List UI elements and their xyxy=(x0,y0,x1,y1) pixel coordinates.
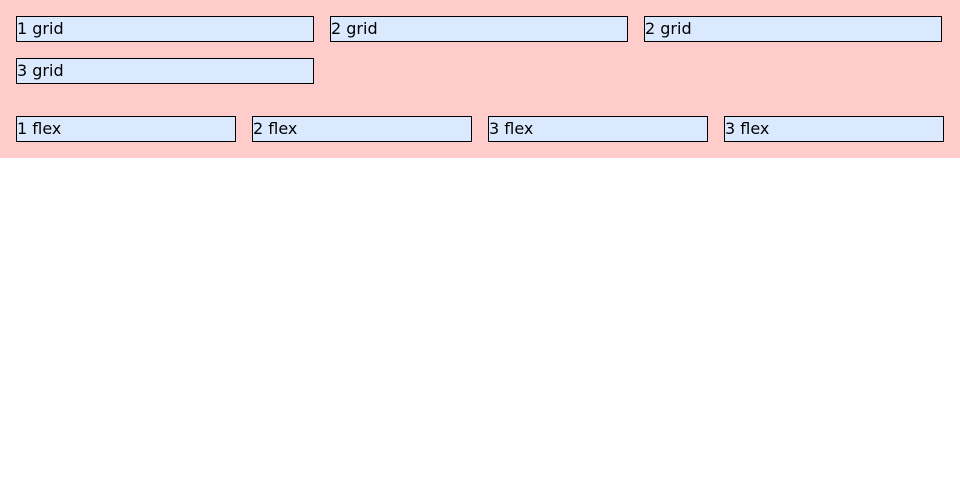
demo-panel: 1 grid 2 grid 2 grid 3 grid 1 flex 2 fle… xyxy=(0,0,960,158)
flex-container: 1 flex 2 flex 3 flex 3 flex xyxy=(16,116,944,142)
flex-item: 1 flex xyxy=(16,116,236,142)
grid-item: 2 grid xyxy=(330,16,628,42)
grid-item: 1 grid xyxy=(16,16,314,42)
flex-item: 2 flex xyxy=(252,116,472,142)
flex-item: 3 flex xyxy=(488,116,708,142)
grid-item: 2 grid xyxy=(644,16,942,42)
flex-item: 3 flex xyxy=(724,116,944,142)
grid-container: 1 grid 2 grid 2 grid 3 grid xyxy=(16,16,944,84)
grid-item: 3 grid xyxy=(16,58,314,84)
